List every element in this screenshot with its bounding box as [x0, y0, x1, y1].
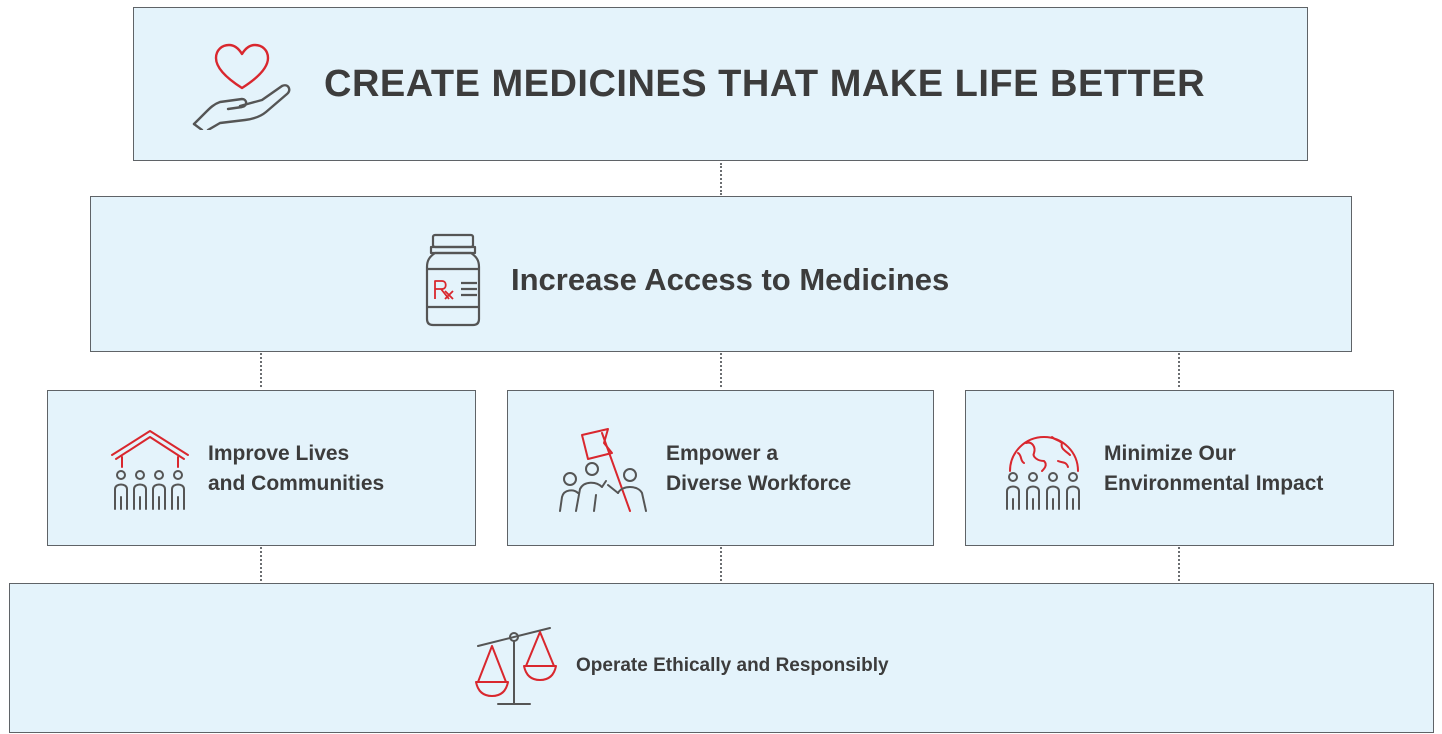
balance-scale-icon — [474, 624, 558, 708]
pillar-label-2: Empower a Diverse Workforce — [666, 439, 851, 499]
pillar-box-1: Improve Lives and Communities — [47, 390, 476, 546]
pillar-3-line-1: Minimize Our — [1104, 442, 1236, 465]
connector-goal-pillar-3 — [1178, 353, 1180, 387]
connector-pillar-3-foundation — [1178, 547, 1180, 581]
mission-title: CREATE MEDICINES THAT MAKE LIFE BETTER — [324, 62, 1206, 105]
mission-box: CREATE MEDICINES THAT MAKE LIFE BETTER — [133, 7, 1308, 161]
connector-goal-pillar-2 — [720, 353, 722, 387]
connector-goal-pillar-1 — [260, 353, 262, 387]
community-house-icon — [108, 427, 192, 511]
pillar-label-1: Improve Lives and Communities — [208, 439, 384, 499]
goal-title: Increase Access to Medicines — [511, 262, 950, 297]
pillar-label-3: Minimize Our Environmental Impact — [1104, 439, 1323, 499]
pillar-2-line-1: Empower a — [666, 442, 779, 465]
pillar-box-2: Empower a Diverse Workforce — [507, 390, 934, 546]
pillar-1-line-1: Improve Lives — [208, 442, 350, 465]
globe-people-icon — [1000, 427, 1088, 511]
pillar-3-line-2: Environmental Impact — [1104, 472, 1324, 495]
foundation-title: Operate Ethically and Responsibly — [576, 655, 889, 676]
connector-pillar-2-foundation — [720, 547, 722, 581]
pillar-1-line-2: and Communities — [208, 472, 385, 495]
team-flag-icon — [558, 425, 650, 513]
foundation-box: Operate Ethically and Responsibly — [9, 583, 1434, 733]
pillar-box-3: Minimize Our Environmental Impact — [965, 390, 1394, 546]
heart-in-hand-icon — [190, 38, 294, 130]
connector-mission-goal — [720, 163, 722, 195]
connector-pillar-1-foundation — [260, 547, 262, 581]
rx-bottle-icon — [425, 233, 485, 327]
pillar-2-line-2: Diverse Workforce — [666, 472, 852, 495]
goal-box: Increase Access to Medicines — [90, 196, 1352, 352]
